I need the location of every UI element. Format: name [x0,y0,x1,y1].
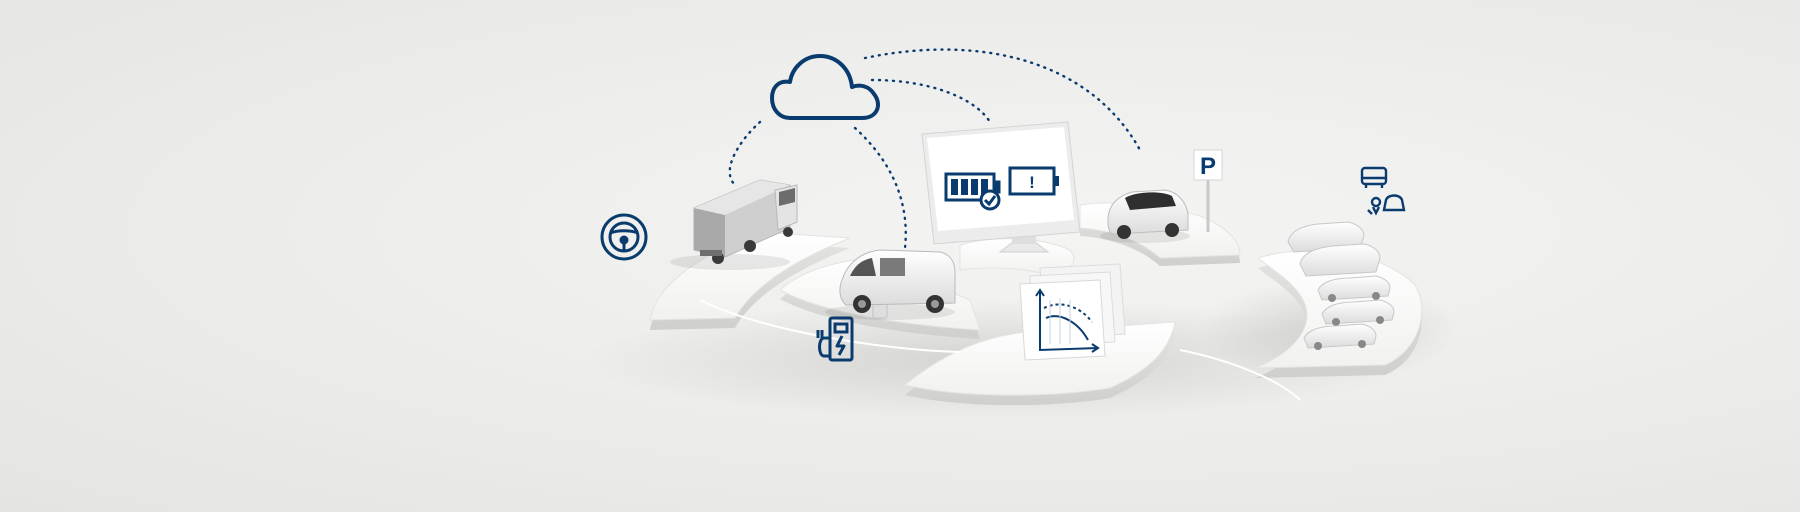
parking-sign-icon: P [1193,149,1223,232]
parked-car [1287,221,1365,253]
steering-wheel-icon [600,213,648,261]
cloud-icon [770,54,880,120]
van [825,249,956,320]
chart-icon [1035,288,1100,353]
charging-station-icon [816,316,854,362]
monitor [921,121,1081,253]
battery-warning-icon: ! [1008,166,1059,196]
parking-sign-text: P [1200,153,1216,180]
platform-left [649,231,851,330]
parked-car [1317,275,1391,302]
chart-panels [1019,263,1126,361]
parked-car [1303,323,1377,350]
truck [670,179,798,270]
parked-car [1299,243,1381,277]
battery-healthy-icon [944,172,1001,211]
data-connections [728,48,1142,250]
battery-warning-symbol: ! [1029,173,1035,192]
swoosh-line [1179,349,1301,401]
fleet-vehicles-icon [1360,166,1406,216]
car [1100,189,1190,243]
parked-cars [1287,221,1395,350]
parked-car [1321,299,1395,326]
